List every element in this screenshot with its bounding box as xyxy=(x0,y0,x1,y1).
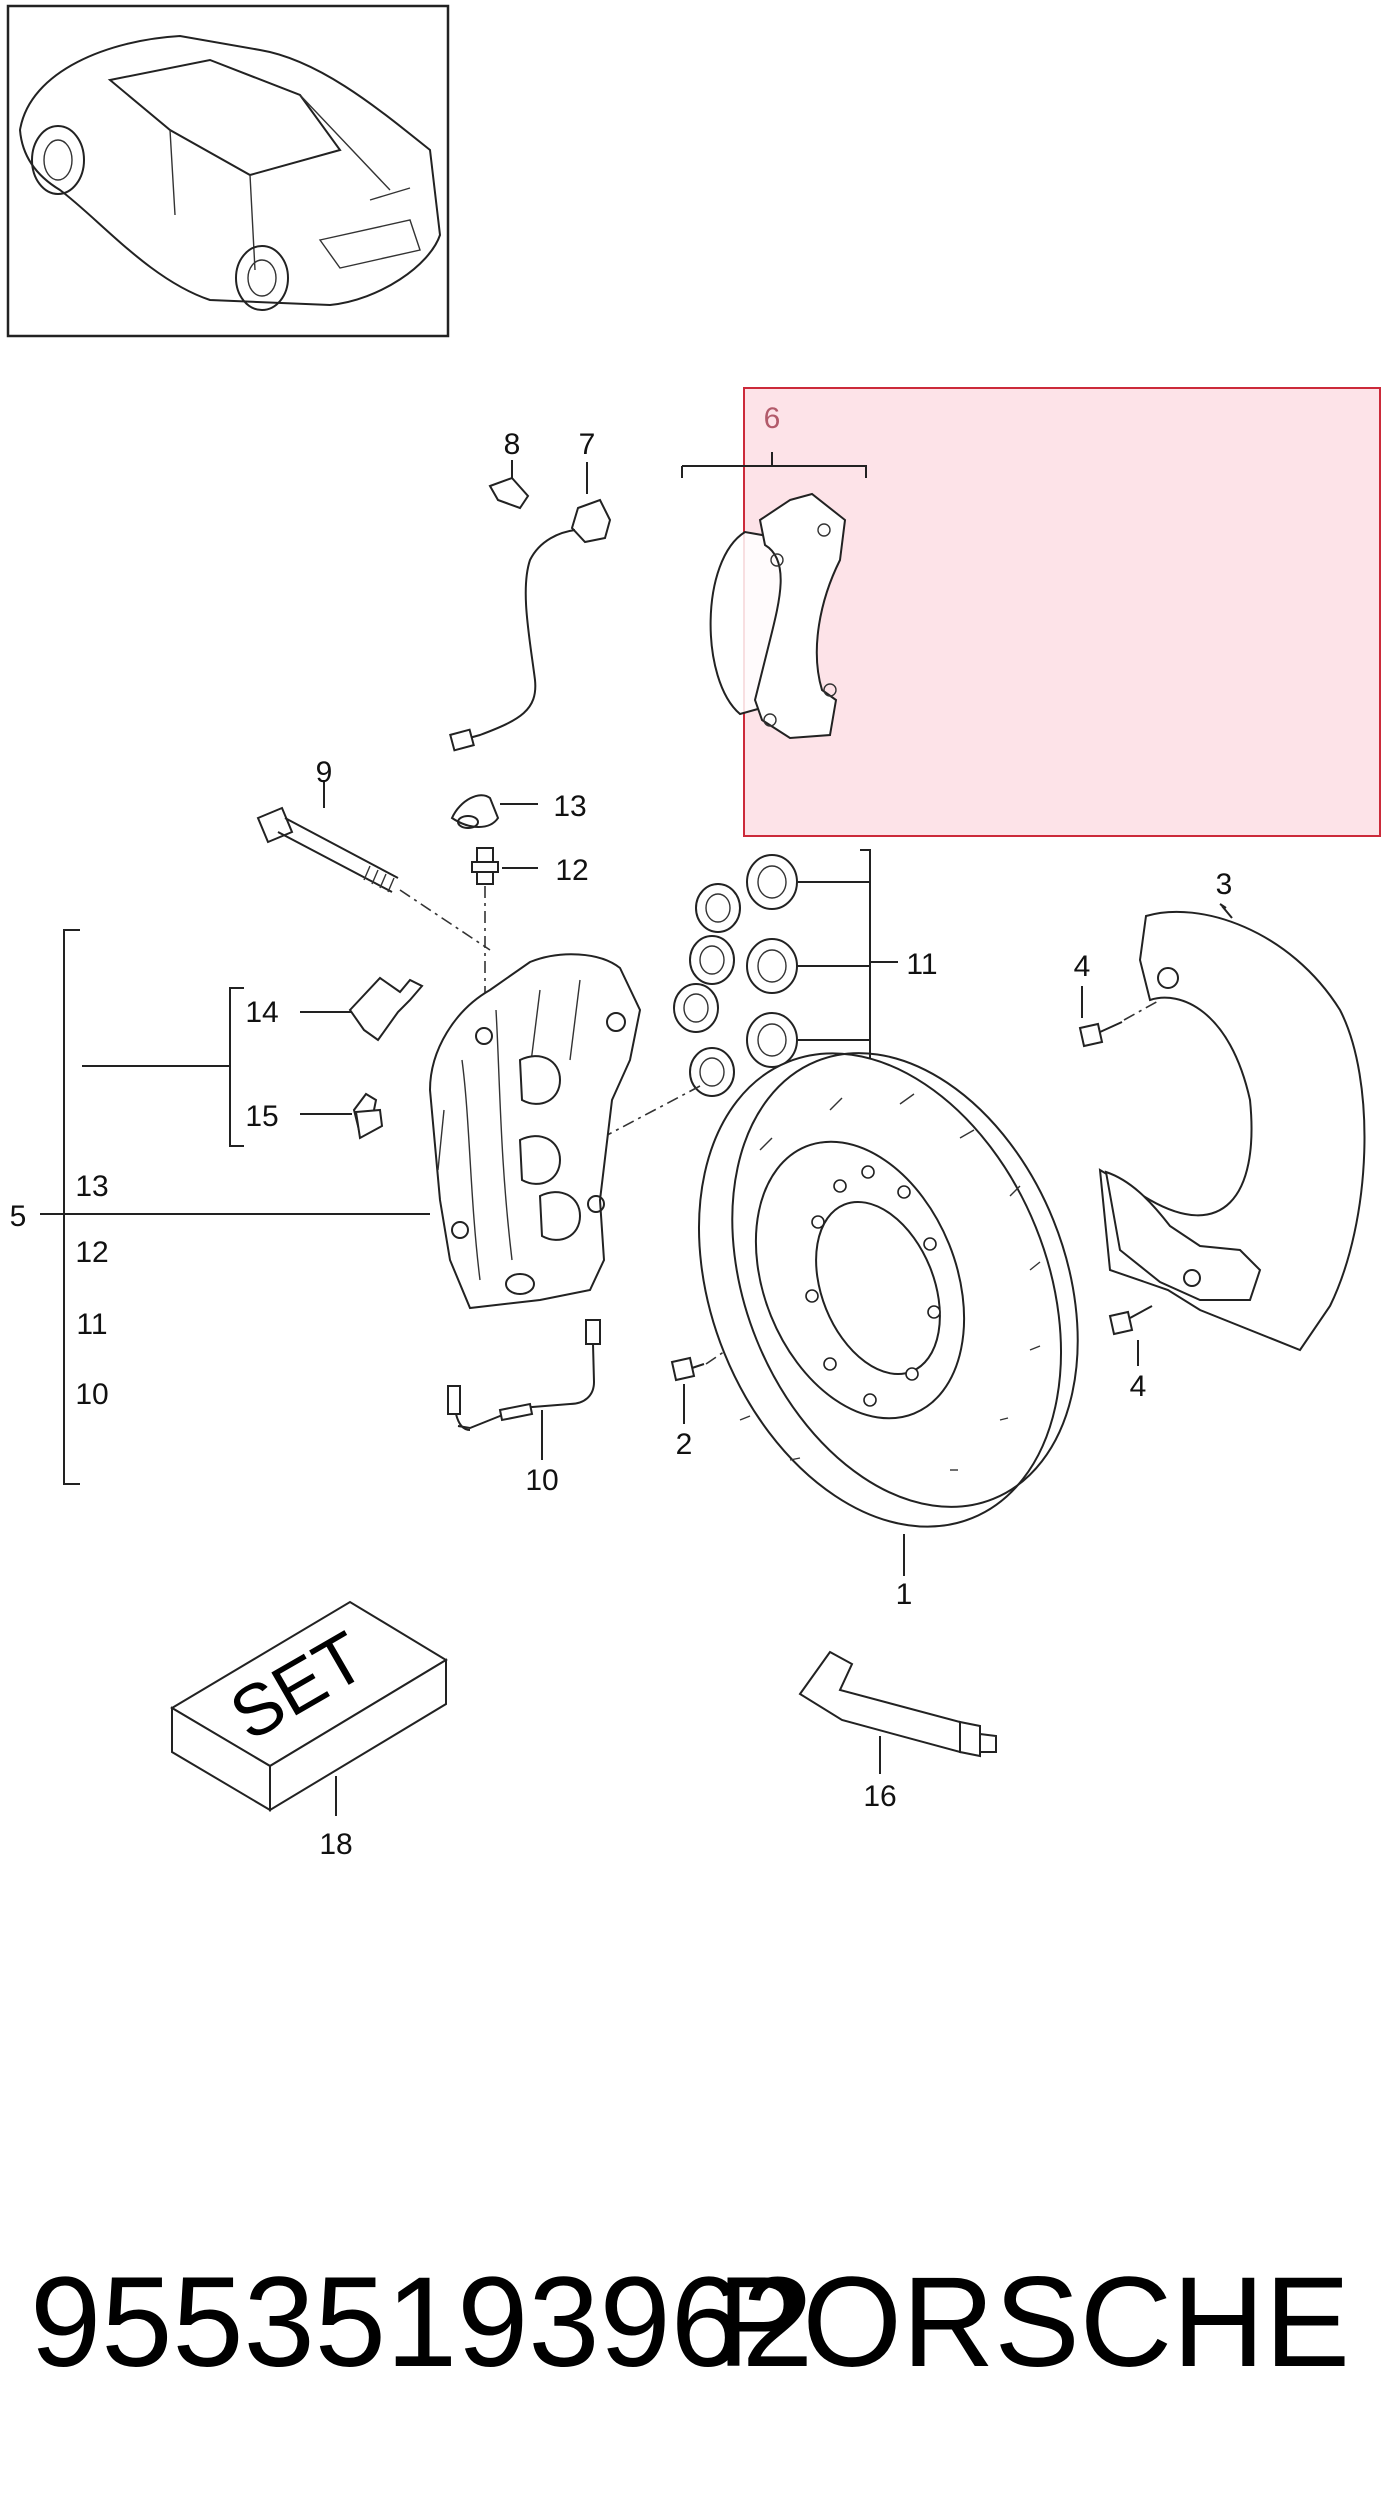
label-part-14: 14 xyxy=(245,996,278,1029)
label-part-4-lower: 4 xyxy=(1130,1370,1147,1403)
label-part-6: 6 xyxy=(764,402,781,435)
brake-pad-set xyxy=(681,452,867,740)
brand-name: PORSCHE xyxy=(717,2251,1350,2394)
brake-disc xyxy=(698,1052,1079,1576)
bleeder-cap xyxy=(450,794,538,829)
label-part-1: 1 xyxy=(896,1578,913,1611)
grease-tube xyxy=(798,1650,997,1774)
label-part-16: 16 xyxy=(863,1780,896,1813)
label-part-7: 7 xyxy=(579,428,596,461)
bleeder-screw xyxy=(471,847,538,1010)
caliper-bolt xyxy=(256,780,491,951)
brake-caliper xyxy=(428,953,642,1310)
vehicle-thumbnail xyxy=(6,4,450,338)
sublabel-10: 10 xyxy=(75,1378,108,1411)
dust-shield xyxy=(1098,903,1366,1352)
brake-hose xyxy=(447,1319,601,1460)
piston-seal-set xyxy=(559,849,898,1161)
shield-bolt-upper xyxy=(1078,986,1161,1048)
label-part-3: 3 xyxy=(1216,868,1233,901)
label-part-4-upper: 4 xyxy=(1074,950,1091,983)
sublabel-12: 12 xyxy=(75,1236,108,1269)
sublabel-13: 13 xyxy=(75,1170,108,1203)
highlight-region-part-6 xyxy=(743,387,1381,837)
pad-retainer xyxy=(352,1092,384,1140)
repair-kit-box: SET xyxy=(170,1600,448,1816)
caliper-bracket-lines xyxy=(40,929,430,1485)
sensor-clip xyxy=(488,460,530,510)
label-part-5: 5 xyxy=(10,1200,27,1233)
label-part-10: 10 xyxy=(525,1464,558,1497)
shield-bolt-lower xyxy=(1108,1305,1153,1366)
label-part-15: 15 xyxy=(245,1100,278,1133)
label-part-12: 12 xyxy=(555,854,588,887)
wear-sensor xyxy=(449,462,612,752)
sublabel-11: 11 xyxy=(76,1308,107,1341)
part-number: 95535193962 xyxy=(30,2251,813,2394)
label-part-9: 9 xyxy=(316,756,333,789)
label-part-13: 13 xyxy=(553,790,586,823)
label-part-2: 2 xyxy=(676,1428,693,1461)
spring-clip xyxy=(348,976,424,1042)
label-part-11: 11 xyxy=(906,948,937,981)
label-part-18: 18 xyxy=(319,1828,352,1861)
part-labels: 1 2 3 4 4 5 6 7 8 9 10 11 12 13 14 15 16… xyxy=(10,402,1233,1861)
label-part-8: 8 xyxy=(504,428,521,461)
